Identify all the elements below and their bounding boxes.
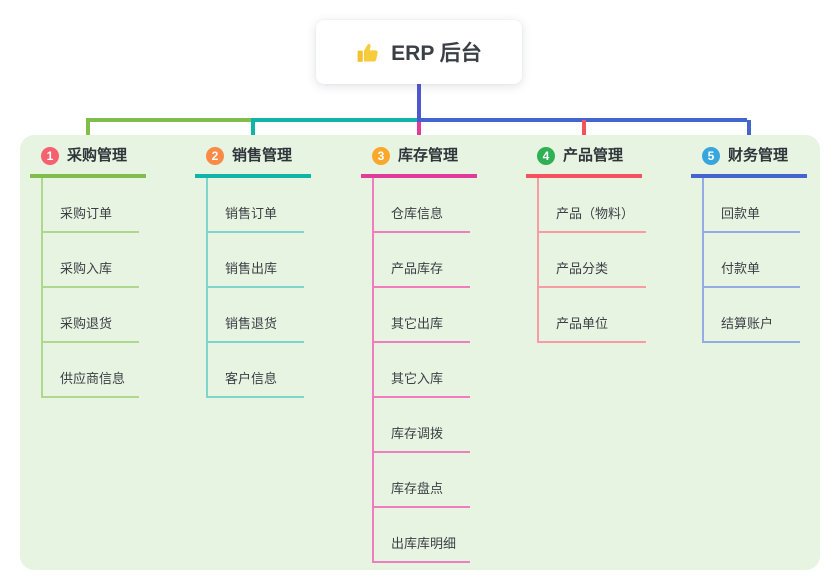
- branches-panel: 1 采购管理 采购订单采购入库采购退货供应商信息 2 销售管理 销售订单销售出库…: [20, 135, 820, 570]
- connector-drop: [582, 120, 586, 147]
- connector-hline: [251, 118, 421, 122]
- branch-children: 产品（物料）产品分类产品单位: [537, 178, 647, 343]
- child-node[interactable]: 产品分类: [539, 233, 647, 288]
- branch-label: 采购管理: [67, 147, 128, 164]
- branch-number-badge: 2: [206, 147, 224, 165]
- child-node[interactable]: 产品单位: [539, 288, 647, 343]
- branch-title-node[interactable]: 4 产品管理: [526, 145, 642, 178]
- child-node[interactable]: 仓库信息: [374, 178, 470, 233]
- child-node[interactable]: 销售退货: [208, 288, 304, 343]
- branch-title-node[interactable]: 3 库存管理: [361, 145, 477, 178]
- branch-title-node[interactable]: 1 采购管理: [30, 145, 146, 178]
- child-node[interactable]: 其它入库: [374, 343, 470, 398]
- branch-title-node[interactable]: 5 财务管理: [691, 145, 807, 178]
- branch: 3 库存管理 仓库信息产品库存其它出库其它入库库存调拨库存盘点出库库明细: [361, 145, 511, 563]
- thumbs-up-icon: [356, 40, 381, 65]
- branch-children: 销售订单销售出库销售退货客户信息: [206, 178, 304, 398]
- branch-title-node[interactable]: 2 销售管理: [195, 145, 311, 178]
- connector-drop: [86, 120, 90, 147]
- branch-label: 库存管理: [398, 147, 459, 164]
- branch: 1 采购管理 采购订单采购入库采购退货供应商信息: [30, 145, 180, 398]
- connector-drop: [747, 120, 751, 147]
- branch-label: 产品管理: [563, 147, 624, 164]
- child-node[interactable]: 付款单: [704, 233, 800, 288]
- branch-number-badge: 1: [41, 147, 59, 165]
- branch-number-badge: 5: [702, 147, 720, 165]
- connector-drop: [417, 120, 421, 147]
- child-node[interactable]: 采购退货: [43, 288, 139, 343]
- branch-number-badge: 4: [537, 147, 555, 165]
- child-node[interactable]: 库存盘点: [374, 453, 470, 508]
- child-node[interactable]: 结算账户: [704, 288, 800, 343]
- branch-children: 采购订单采购入库采购退货供应商信息: [41, 178, 139, 398]
- child-node[interactable]: 销售出库: [208, 233, 304, 288]
- connector-drop: [251, 120, 255, 147]
- root-node[interactable]: ERP 后台: [316, 20, 522, 84]
- child-node[interactable]: 出库库明细: [374, 508, 470, 563]
- root-node-label: ERP 后台: [391, 42, 482, 65]
- branch-label: 财务管理: [728, 147, 789, 164]
- child-node[interactable]: 供应商信息: [43, 343, 139, 398]
- root-connector-line: [417, 84, 421, 122]
- child-node[interactable]: 产品（物料）: [539, 178, 647, 233]
- branch: 4 产品管理 产品（物料）产品分类产品单位: [526, 145, 676, 343]
- child-node[interactable]: 采购订单: [43, 178, 139, 233]
- child-node[interactable]: 其它出库: [374, 288, 470, 343]
- child-node[interactable]: 库存调拨: [374, 398, 470, 453]
- child-node[interactable]: 销售订单: [208, 178, 304, 233]
- branch-label: 销售管理: [232, 147, 293, 164]
- branch: 5 财务管理 回款单付款单结算账户: [691, 145, 839, 343]
- child-node[interactable]: 回款单: [704, 178, 800, 233]
- child-node[interactable]: 采购入库: [43, 233, 139, 288]
- branch-children: 仓库信息产品库存其它出库其它入库库存调拨库存盘点出库库明细: [372, 178, 470, 563]
- child-node[interactable]: 产品库存: [374, 233, 470, 288]
- child-node[interactable]: 客户信息: [208, 343, 304, 398]
- branch-number-badge: 3: [372, 147, 390, 165]
- branch: 2 销售管理 销售订单销售出库销售退货客户信息: [195, 145, 345, 398]
- branch-children: 回款单付款单结算账户: [702, 178, 800, 343]
